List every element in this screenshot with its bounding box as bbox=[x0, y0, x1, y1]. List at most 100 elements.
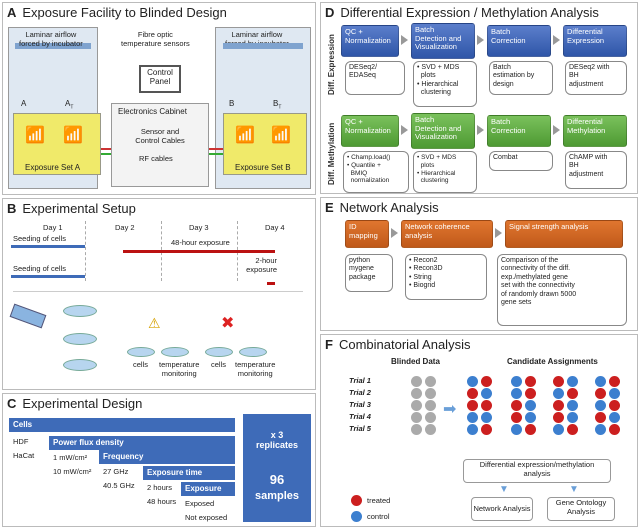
control-dot bbox=[609, 388, 620, 399]
electronics-cabinet bbox=[111, 103, 209, 187]
exposure-2-bar bbox=[267, 282, 275, 285]
control-dot bbox=[511, 424, 522, 435]
control-dot bbox=[595, 424, 606, 435]
label-a: A bbox=[21, 99, 27, 108]
exposure-set-a bbox=[13, 113, 101, 175]
d2-batch-corr: Batch Correction bbox=[487, 115, 551, 147]
treated-dot bbox=[595, 412, 606, 423]
blinded-dot bbox=[411, 388, 422, 399]
flow-arrow bbox=[391, 228, 398, 238]
step-power: Power flux density bbox=[49, 436, 235, 450]
power-2: 10 mW/cm² bbox=[53, 467, 92, 476]
seeding-2-label: Seeding of cells bbox=[13, 264, 66, 273]
blinded-dot bbox=[425, 424, 436, 435]
fibre-label: Fibre optic temperature sensors bbox=[121, 30, 190, 48]
control-dot bbox=[553, 388, 564, 399]
set-a-label: Exposure Set A bbox=[25, 163, 81, 172]
e-note: python mygene package bbox=[345, 254, 393, 292]
label-bt: BT bbox=[273, 99, 282, 111]
blinded-dot bbox=[411, 424, 422, 435]
treated-dot bbox=[511, 412, 522, 423]
exposure-48-bar bbox=[123, 250, 275, 253]
d1-note: Batch estimation by design bbox=[489, 61, 553, 95]
antenna-icon: 📶 bbox=[271, 127, 291, 144]
treated-dot bbox=[511, 400, 522, 411]
d1-batch-detect: Batch Detection and Visualization bbox=[411, 23, 475, 59]
petri-dish bbox=[63, 305, 97, 317]
step-frequency: Frequency bbox=[99, 450, 235, 464]
cells-2-label: cells bbox=[211, 360, 227, 369]
day-divider bbox=[85, 221, 86, 281]
treated-dot bbox=[567, 388, 578, 399]
d2-note: • Champ.load() • Quantile + BMIQ normali… bbox=[343, 151, 409, 193]
petri-dish bbox=[161, 347, 189, 357]
d2-note: Combat bbox=[489, 151, 553, 171]
e-note: • Recon2 • Recon3D • String • Biogrid bbox=[405, 254, 487, 300]
e-id-mapping: ID mapping bbox=[345, 220, 389, 248]
petri-dish bbox=[205, 347, 233, 357]
control-dot bbox=[553, 424, 564, 435]
d1-batch-corr: Batch Correction bbox=[487, 25, 551, 57]
trial-4: Trial 4 bbox=[349, 412, 371, 421]
control-dot bbox=[525, 400, 536, 411]
hdf-label: HDF bbox=[13, 437, 29, 446]
seeding-1-bar bbox=[11, 245, 85, 248]
control-dot bbox=[481, 412, 492, 423]
d2-note: • SVD + MDS plots • Hierarchical cluster… bbox=[413, 151, 477, 193]
d1-qc: QC + Normalization bbox=[341, 25, 399, 57]
down-arrow-icon: ▼ bbox=[569, 484, 579, 495]
treated-dot bbox=[609, 424, 620, 435]
blinded-label: Blinded Data bbox=[391, 357, 440, 366]
control-legend-dot bbox=[351, 511, 362, 522]
step-cells: Cells bbox=[9, 418, 235, 432]
e-note: Comparison of the connectivity of the di… bbox=[497, 254, 627, 326]
treated-legend-dot bbox=[351, 495, 362, 506]
control-dot bbox=[609, 412, 620, 423]
blinded-dot bbox=[411, 400, 422, 411]
exposure-set-b bbox=[223, 113, 307, 175]
treated-dot bbox=[525, 388, 536, 399]
power-1: 1 mW/cm² bbox=[53, 453, 88, 462]
label-b: B bbox=[229, 99, 235, 108]
e-network-coherence: Network coherence analysis bbox=[401, 220, 493, 248]
flow-arrow bbox=[401, 35, 408, 45]
replicates-label: x 3 replicates bbox=[255, 430, 299, 450]
label-at: AT bbox=[65, 99, 74, 111]
control-panel-label: Control Panel bbox=[147, 68, 173, 87]
samples-label: samples bbox=[254, 490, 300, 502]
flow-arrow bbox=[401, 125, 408, 135]
control-panel bbox=[139, 65, 181, 93]
flow-arrow bbox=[477, 125, 484, 135]
airflow-arrow-right bbox=[223, 43, 303, 49]
control-dot bbox=[567, 412, 578, 423]
airflow-left-label: Laminar airflow forced by incubator bbox=[19, 30, 83, 48]
airflow-arrow-left bbox=[15, 43, 91, 49]
freq-1: 27 GHz bbox=[103, 467, 129, 476]
trial-2: Trial 2 bbox=[349, 388, 371, 397]
cabinet-label: Electronics Cabinet bbox=[118, 107, 187, 116]
exposure-2: Not exposed bbox=[185, 513, 228, 522]
treated-dot bbox=[553, 412, 564, 423]
blinded-dot bbox=[425, 376, 436, 387]
d1-diff-expr: Differential Expression bbox=[563, 25, 627, 57]
treated-dot bbox=[609, 376, 620, 387]
treated-dot bbox=[467, 400, 478, 411]
day-2: Day 2 bbox=[115, 223, 135, 232]
treated-dot bbox=[481, 400, 492, 411]
cable-red-left bbox=[95, 148, 111, 150]
step-exposure: Exposure bbox=[181, 482, 235, 496]
right-arrow-icon: ➡ bbox=[443, 401, 457, 418]
petri-dish bbox=[63, 333, 97, 345]
blinded-dot bbox=[411, 376, 422, 387]
treated-label: treated bbox=[367, 496, 391, 505]
side-label-expression: Diff. Expression bbox=[327, 34, 336, 95]
treated-dot bbox=[567, 424, 578, 435]
exposure-1: Exposed bbox=[185, 499, 215, 508]
flow-arrow bbox=[495, 228, 502, 238]
network-analysis-box: Network Analysis bbox=[471, 497, 533, 521]
